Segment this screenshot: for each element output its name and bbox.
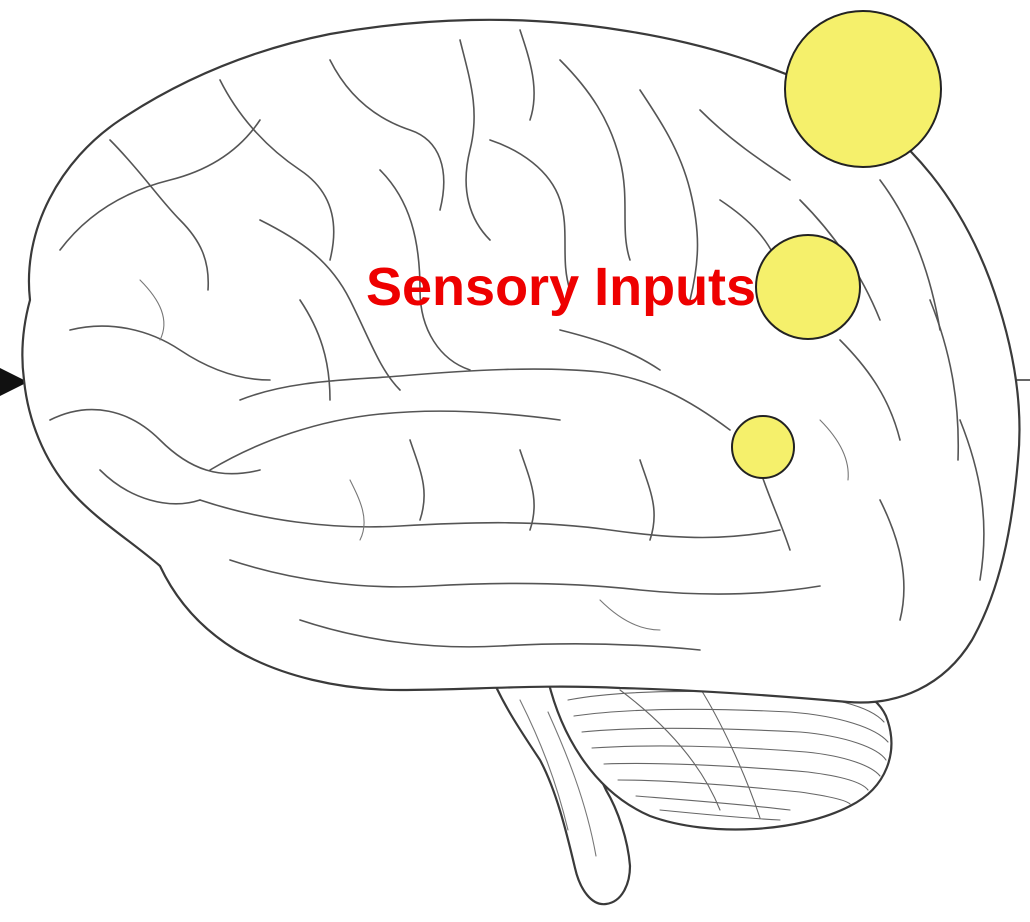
sensory-marker-large bbox=[785, 11, 941, 167]
sensory-marker-medium bbox=[756, 235, 860, 339]
sensory-inputs-label: Sensory Inputs bbox=[366, 254, 756, 320]
sensory-marker-small bbox=[732, 416, 794, 478]
